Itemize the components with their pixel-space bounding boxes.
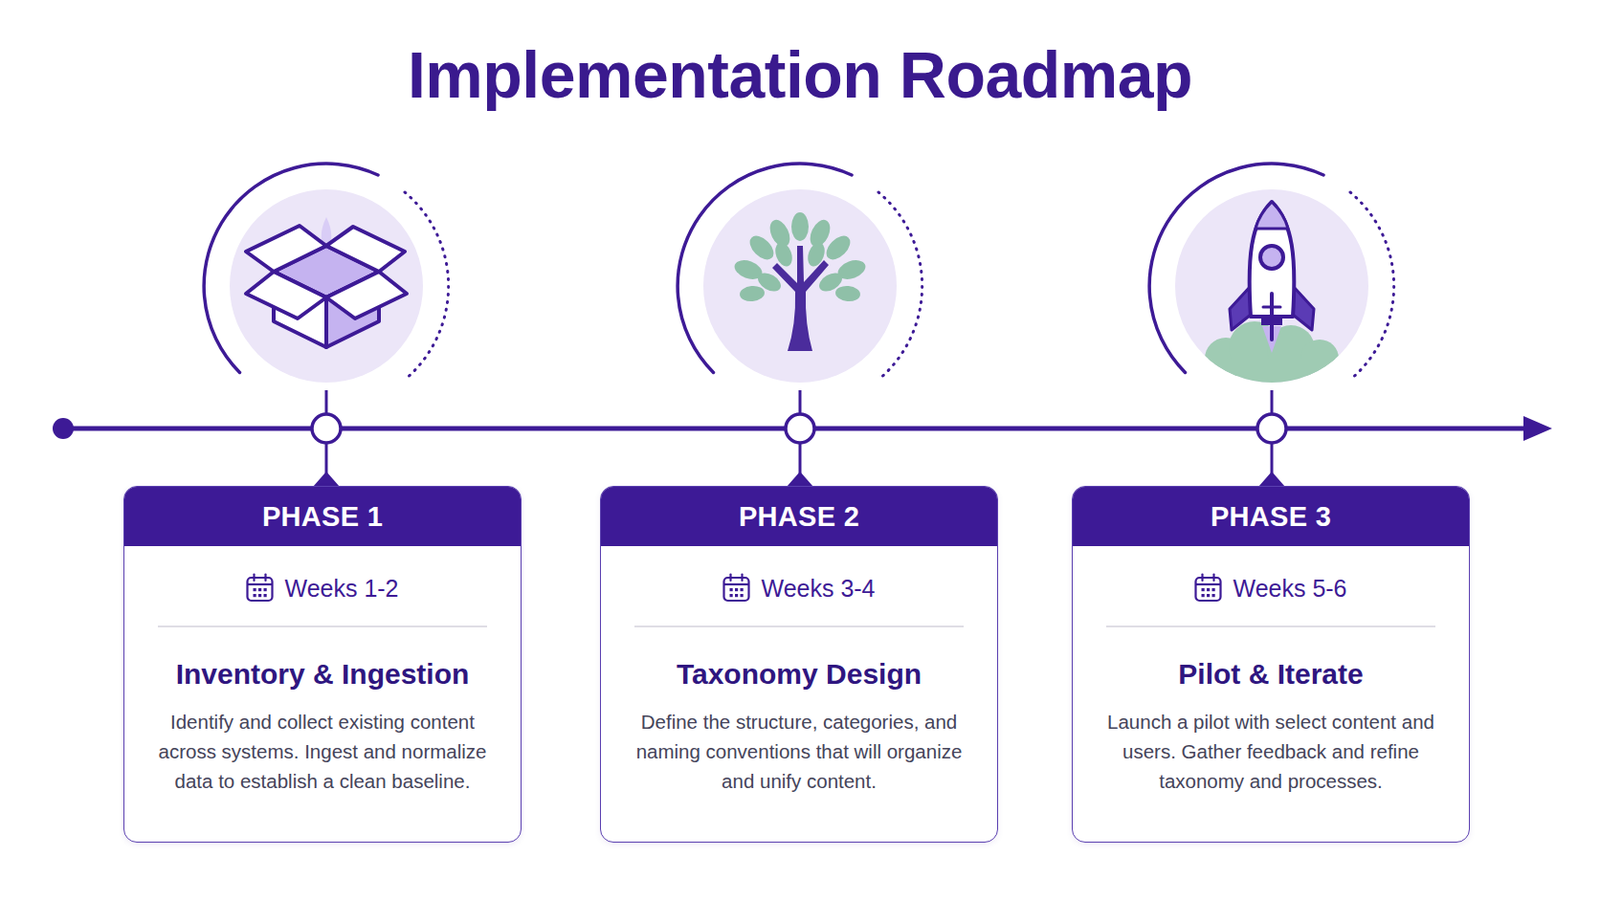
rocket-icon [1263, 306, 1281, 310]
timeline-axis [1523, 416, 1553, 442]
phase-card: PHASE 3 Weeks 5-6Pilot & IterateLaunch a … [1071, 486, 1470, 844]
duration-row: Weeks 3-4 [600, 573, 998, 604]
calendar-icon [264, 588, 267, 592]
phase-card: PHASE 1 Weeks 1-2Inventory & IngestionIde… [123, 486, 522, 844]
phase-description: Launch a pilot with select content and u… [1092, 707, 1449, 797]
calendar-icon [730, 594, 734, 598]
box-icon [245, 271, 327, 319]
calendar-icon [724, 577, 750, 601]
card-divider [157, 625, 488, 628]
calendar-icon [258, 594, 262, 598]
rocket-icon [1200, 358, 1344, 398]
calendar-icon [253, 594, 257, 598]
phase-ring [677, 163, 923, 488]
tree-icon [804, 240, 828, 269]
calendar-icon [264, 594, 267, 598]
calendar-icon [252, 575, 255, 582]
duration-row: Weeks 1-2 [124, 573, 521, 604]
calendar-icon [729, 575, 732, 582]
rocket-icon [1255, 201, 1289, 229]
calendar-icon [253, 588, 257, 592]
calendar-icon [258, 588, 262, 592]
box-icon [326, 271, 407, 319]
tree-icon [791, 212, 809, 242]
calendar-icon [724, 575, 750, 602]
phase-heading: Inventory & Ingestion [124, 653, 521, 696]
calendar-icon [1212, 588, 1216, 592]
calendar-icon [734, 588, 738, 592]
rocket-icon [1261, 316, 1283, 326]
calendar-icon [734, 594, 738, 598]
card-divider [157, 625, 1436, 628]
calendar-icon [1206, 588, 1210, 592]
calendar-icon [247, 575, 273, 602]
tree-icon [732, 212, 868, 303]
timeline-marker [311, 414, 1287, 444]
phase-description: Identify and collect existing content ac… [144, 707, 501, 797]
calendar-icon [247, 583, 273, 586]
calendar-icon [724, 583, 750, 586]
phase-label: PHASE 1 [262, 501, 383, 534]
card-divider [634, 625, 964, 628]
calendar-icon [1200, 575, 1203, 582]
timeline-marker [785, 414, 815, 444]
calendar-icon [740, 594, 744, 598]
duration-label: Weeks 5-6 [1232, 573, 1347, 604]
timeline-marker [1257, 414, 1287, 444]
rocket-icon [1292, 286, 1314, 331]
calendar-icon [740, 575, 743, 582]
phase-heading: Pilot & Iterate [1072, 653, 1469, 696]
phase-label: PHASE 3 [1210, 501, 1332, 534]
tree-icon [738, 285, 765, 303]
rocket-icon [1260, 245, 1284, 269]
rocket-icon [1200, 201, 1344, 398]
calendar-icon [1206, 594, 1210, 598]
card-divider [1106, 625, 1436, 628]
calendar-icon [1196, 577, 1222, 601]
phase-heading: Taxonomy Design [600, 653, 998, 696]
phase-label: PHASE 2 [738, 501, 860, 534]
card-header: PHASE 3 [1072, 487, 1469, 547]
duration-label: Weeks 3-4 [760, 573, 875, 604]
tree-icon [834, 285, 861, 303]
calendar-icon [1196, 583, 1222, 586]
duration-label: Weeks 1-2 [284, 573, 399, 604]
calendar-icon [247, 577, 273, 601]
tree-icon [822, 231, 855, 265]
duration-row: Weeks 5-6 [1072, 573, 1469, 604]
diagram-title: Implementation Roadmap [0, 34, 1600, 115]
calendar-icon [1201, 588, 1205, 592]
calendar-icon [1212, 594, 1216, 598]
phase-card: PHASE 2 Weeks 3-4Taxonomy DesignDefine th… [600, 486, 999, 844]
box-icon [245, 217, 407, 348]
phase-description: Define the structure, categories, and na… [621, 707, 978, 797]
box-icon [326, 226, 405, 272]
rocket-icon [1229, 286, 1251, 331]
calendar-icon [1212, 575, 1215, 582]
timeline-axis [52, 418, 74, 440]
tree-icon [745, 231, 778, 265]
tree-icon [772, 240, 796, 269]
phase-ring [203, 163, 449, 488]
card-header: PHASE 2 [600, 487, 998, 547]
box-icon [245, 225, 327, 272]
card-header: PHASE 1 [124, 487, 521, 547]
calendar-icon [1196, 575, 1222, 602]
tree-icon [732, 212, 868, 352]
phase-ring [1149, 163, 1395, 488]
calendar-icon [264, 575, 267, 582]
calendar-icon [740, 588, 744, 592]
calendar-icon [730, 588, 734, 592]
timeline-marker [311, 414, 341, 444]
calendar-icon [1201, 594, 1205, 598]
